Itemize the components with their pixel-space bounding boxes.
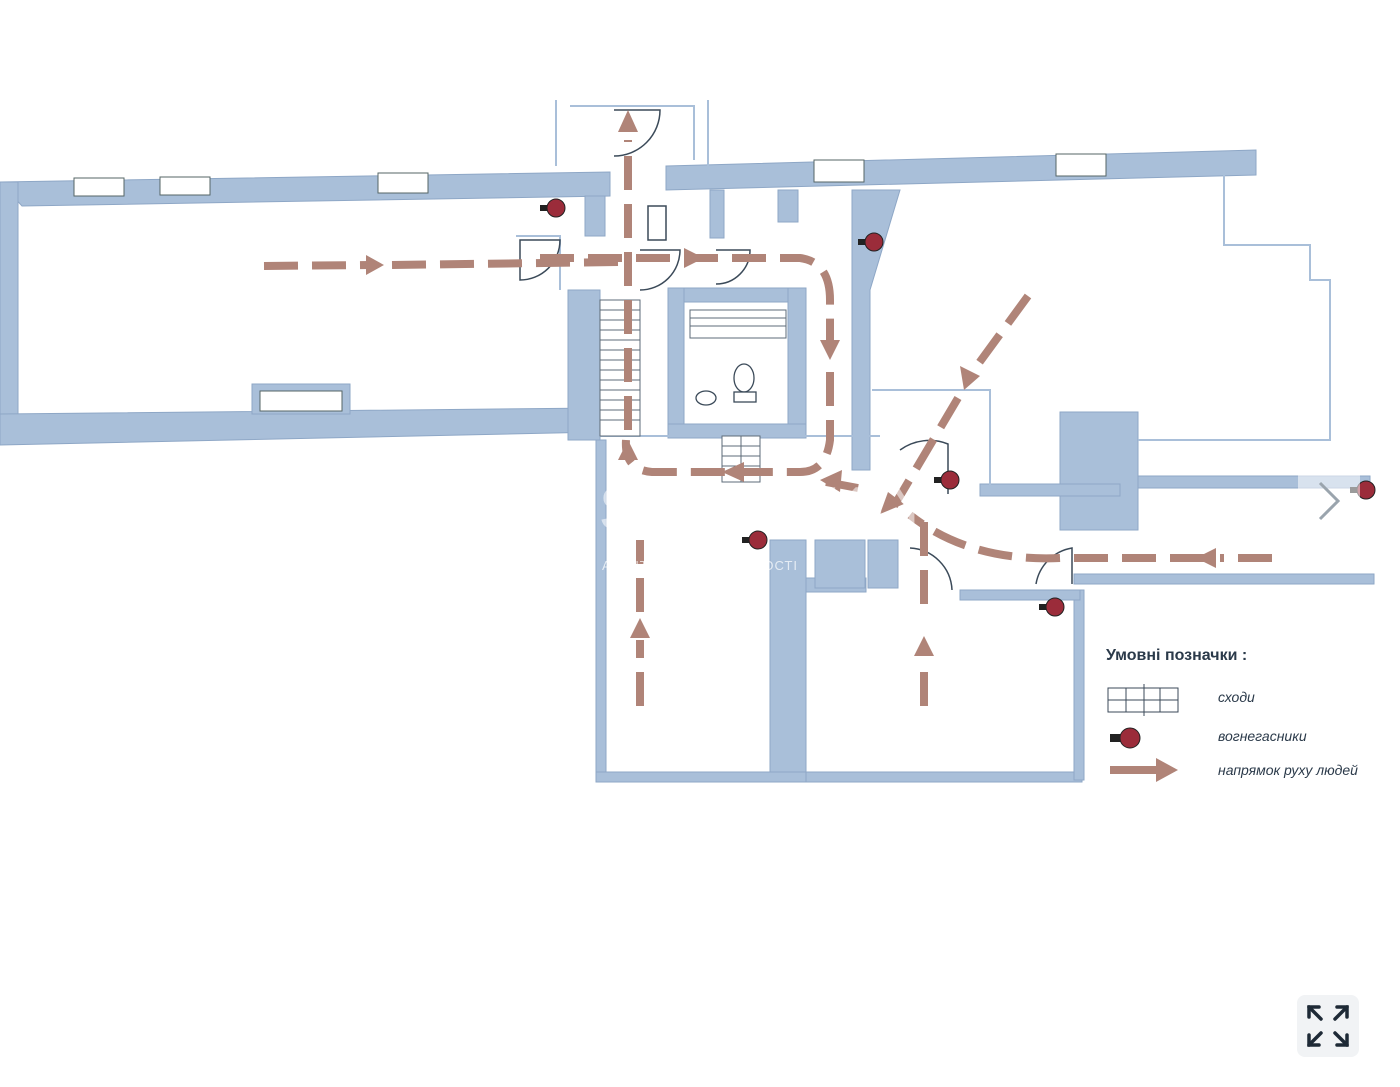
legend-arrow-icon [1110,758,1178,782]
legend-label-direction: напрямок руху людей [1218,762,1358,778]
legend-label-stairs: сходи [1218,689,1255,705]
chevron-right-icon [1318,481,1341,521]
next-image-button[interactable] [1298,470,1360,532]
expand-icon [1307,1005,1349,1047]
wc-fixtures [695,363,757,406]
legend-symbols [1107,684,1179,782]
fire-extinguishers [540,198,1376,617]
fullscreen-button[interactable] [1297,995,1359,1057]
windows [73,153,1107,412]
legend-stairs-icon [1107,684,1179,716]
legend-fire-extinguisher-icon [1110,727,1141,749]
arrow-heads [366,110,1216,656]
legend-label-extinguishers: вогнегасники [1218,728,1307,744]
legend-title: Умовні позначки : [1106,647,1248,664]
